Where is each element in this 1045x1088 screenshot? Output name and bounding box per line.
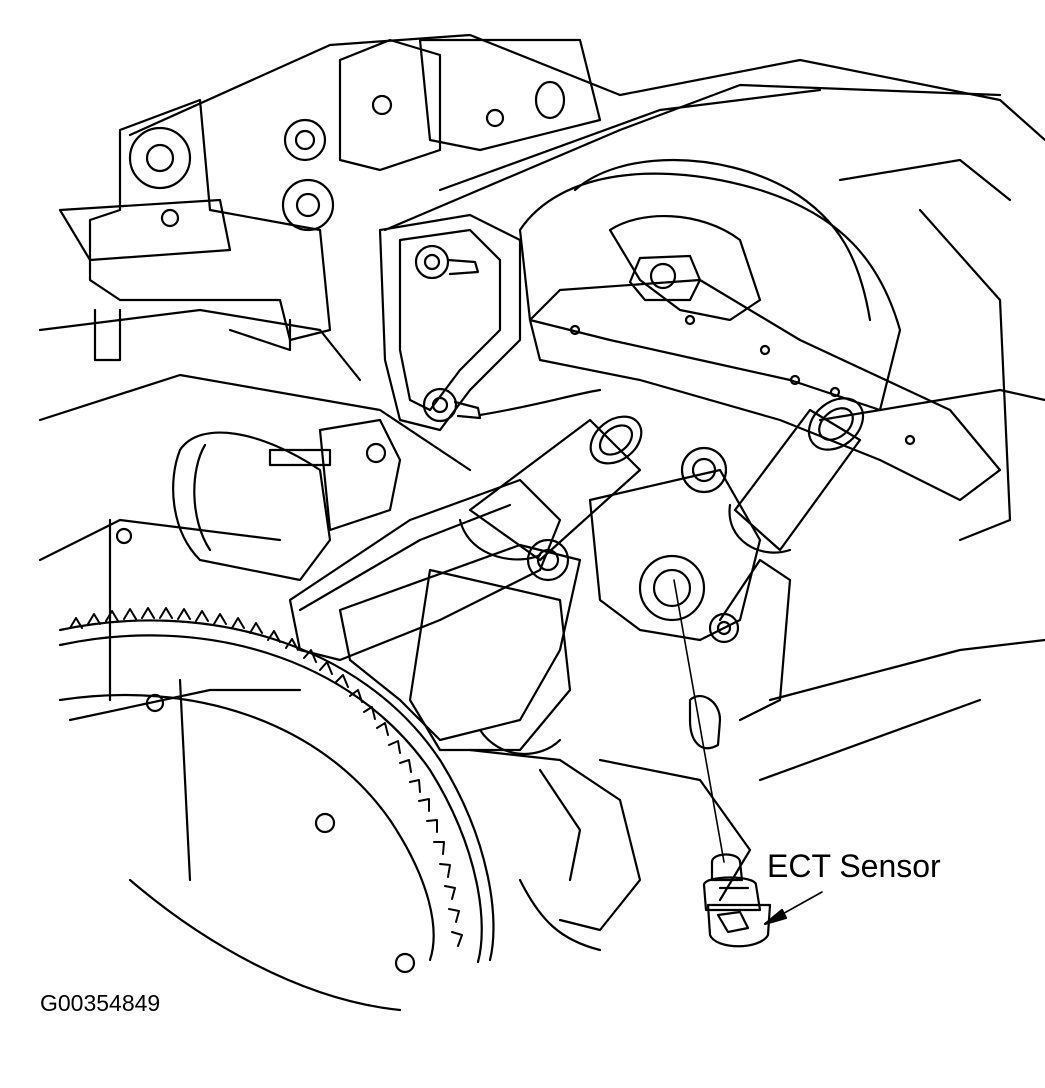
sensor-boss [590,470,790,748]
ect-sensor [674,580,770,946]
thermostat-housing [173,420,580,754]
ect-sensor-label: ECT Sensor [767,848,941,884]
flywheel [60,608,493,962]
engine-block-outline [40,35,1045,880]
callout-arrow [765,892,822,924]
heat-shield [520,160,1000,500]
figure-id-label: G00354849 [40,990,161,1016]
sensor-bracket [380,215,600,430]
upper-bracket [60,40,440,360]
top-plate [420,40,600,150]
coolant-pipe-left [460,407,650,580]
coolant-pipe-right [682,388,873,553]
